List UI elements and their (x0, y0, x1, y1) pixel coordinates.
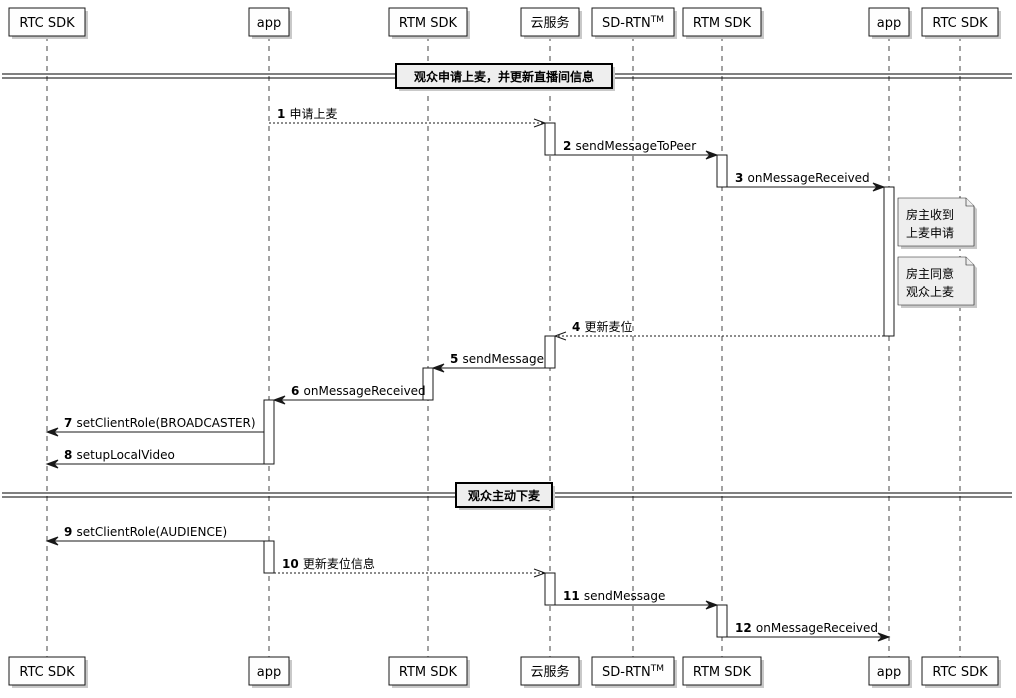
message-11: 11 sendMessage (555, 589, 719, 610)
message-label: 5 sendMessage (450, 352, 544, 366)
participant-rtm-sdk: RTM SDK (388, 7, 470, 39)
participant-label: RTM SDK (693, 16, 752, 31)
note-line: 房主收到 (906, 207, 954, 222)
message-1: 1 申请上麦 (269, 107, 547, 128)
participant-label: SD-RTNTM (602, 664, 664, 680)
section-divider-label: 观众申请上麦，并更新直播间信息 (414, 69, 594, 84)
participant-label: app (257, 16, 281, 31)
note-line: 观众上麦 (906, 285, 954, 299)
participant-云服务: 云服务 (520, 656, 582, 688)
message-label: 2 sendMessageToPeer (563, 139, 696, 153)
message-6: 6 onMessageReceived (272, 384, 426, 405)
participant-rtm-sdk: RTM SDK (388, 656, 470, 688)
participant-rtc-sdk: RTC SDK (8, 656, 88, 688)
section-divider-label: 观众主动下麦 (468, 488, 541, 503)
note-line: 房主同意 (906, 266, 954, 281)
message-8: 8 setupLocalVideo (45, 448, 264, 469)
participant-label: RTC SDK (19, 665, 75, 680)
message-2: 2 sendMessageToPeer (555, 139, 719, 160)
message-9: 9 setClientRole(AUDIENCE) (45, 525, 264, 546)
participant-云服务: 云服务 (520, 7, 582, 39)
participant-sd-rtn: SD-RTNTM (591, 7, 677, 39)
message-3: 3 onMessageReceived (727, 171, 886, 192)
message-label: 1 申请上麦 (277, 107, 338, 121)
section-divider: 观众申请上麦，并更新直播间信息 (2, 63, 1012, 91)
participant-label: 云服务 (530, 15, 569, 31)
participant-label: app (877, 665, 901, 680)
message-label: 3 onMessageReceived (735, 171, 870, 185)
message-12: 12 onMessageReceived (727, 621, 891, 642)
message-5: 5 sendMessage (431, 352, 545, 373)
participant-app: app (248, 656, 292, 688)
activation-bar (716, 154, 728, 188)
message-label: 7 setClientRole(BROADCASTER) (64, 416, 256, 430)
activation-bar (263, 399, 275, 465)
message-4: 4 更新麦位 (553, 319, 884, 341)
participant-label: SD-RTNTM (602, 15, 664, 31)
activation-bar (544, 335, 556, 369)
participant-rtc-sdk: RTC SDK (921, 7, 1001, 39)
participant-rtc-sdk: RTC SDK (8, 7, 88, 39)
participant-label: RTC SDK (932, 16, 988, 31)
participant-label: app (257, 665, 281, 680)
message-label: 8 setupLocalVideo (64, 448, 175, 462)
message-label: 12 onMessageReceived (735, 621, 878, 635)
participant-label: RTC SDK (932, 665, 988, 680)
participant-label: RTM SDK (399, 665, 458, 680)
participant-label: app (877, 16, 901, 31)
participant-app: app (868, 656, 912, 688)
participant-label: RTM SDK (693, 665, 752, 680)
message-label: 9 setClientRole(AUDIENCE) (64, 525, 227, 539)
participant-app: app (868, 7, 912, 39)
activation-bar (716, 604, 728, 638)
activation-bar (544, 122, 556, 156)
activation-bar (422, 367, 434, 401)
participant-label: RTM SDK (399, 16, 458, 31)
activation-bar (544, 572, 556, 606)
message-label: 4 更新麦位 (572, 319, 633, 334)
message-label: 11 sendMessage (563, 589, 665, 603)
participant-app: app (248, 7, 292, 39)
message-label: 10 更新麦位信息 (282, 556, 375, 571)
message-10: 10 更新麦位信息 (274, 556, 547, 578)
participant-sd-rtn: SD-RTNTM (591, 656, 677, 688)
participant-label: RTC SDK (19, 16, 75, 31)
participant-label: 云服务 (530, 664, 569, 680)
section-divider: 观众主动下麦 (2, 482, 1012, 510)
participant-rtc-sdk: RTC SDK (921, 656, 1001, 688)
note-line: 上麦申请 (906, 226, 954, 240)
activation-bar (883, 186, 895, 337)
message-label: 6 onMessageReceived (291, 384, 426, 398)
message-7: 7 setClientRole(BROADCASTER) (45, 416, 264, 437)
participant-rtm-sdk: RTM SDK (682, 656, 764, 688)
activation-bar (263, 540, 275, 574)
participant-rtm-sdk: RTM SDK (682, 7, 764, 39)
